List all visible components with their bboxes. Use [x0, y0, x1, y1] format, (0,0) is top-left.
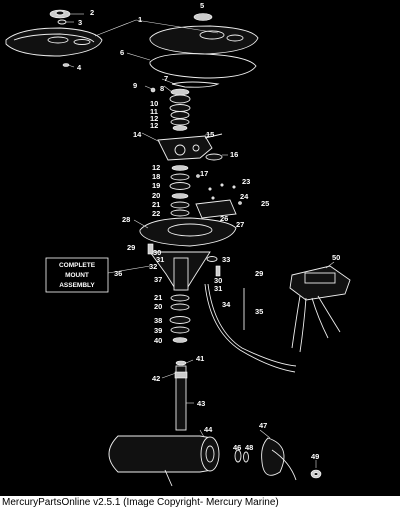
- part-cap-5: [193, 13, 213, 21]
- part-cap-2: [49, 9, 71, 19]
- part-propeller-47: [261, 437, 297, 481]
- part-sleeve-33: [206, 256, 218, 262]
- part-stack-upper: [169, 88, 191, 131]
- callout[interactable]: 12: [152, 163, 160, 172]
- leader-lines: [66, 13, 335, 468]
- part-controller-50: [289, 265, 351, 353]
- part-cable-34: [204, 283, 297, 373]
- callout[interactable]: 33: [222, 255, 230, 264]
- callout[interactable]: 21: [152, 200, 160, 209]
- callout[interactable]: 36: [114, 269, 122, 278]
- callout[interactable]: 14: [133, 130, 142, 139]
- part-cover-left: [5, 27, 103, 57]
- callout[interactable]: 10: [150, 99, 158, 108]
- callout[interactable]: 1: [138, 15, 142, 24]
- exploded-parts-diagram: COMPLETE MOUNT ASSEMBLY 1 2 3 4 5 6 7 8 …: [5, 1, 351, 487]
- callout[interactable]: 15: [206, 130, 214, 139]
- part-cover-right: [149, 25, 259, 55]
- callout[interactable]: 24: [240, 192, 249, 201]
- part-gasket-6: [149, 53, 257, 79]
- part-hardware-small: [196, 174, 242, 205]
- part-cap-16: [205, 153, 223, 161]
- part-shaft: [174, 360, 188, 431]
- callout[interactable]: 35: [255, 307, 263, 316]
- complete-mount-assembly-box[interactable]: COMPLETE MOUNT ASSEMBLY: [45, 257, 109, 293]
- callout[interactable]: 29: [127, 243, 135, 252]
- part-washer-46-48: [234, 449, 249, 463]
- part-washer-3: [57, 19, 67, 25]
- callout[interactable]: 19: [152, 181, 160, 190]
- callout[interactable]: 28: [122, 215, 130, 224]
- callout[interactable]: 25: [261, 199, 269, 208]
- callout[interactable]: 23: [242, 177, 250, 186]
- part-stack-lower: [169, 294, 191, 343]
- callout[interactable]: 2: [90, 8, 94, 17]
- callout[interactable]: 43: [197, 399, 205, 408]
- part-motor-44: [108, 435, 220, 487]
- callout[interactable]: 22: [152, 209, 160, 218]
- callout[interactable]: 20: [154, 302, 162, 311]
- callout[interactable]: 27: [236, 220, 244, 229]
- callout[interactable]: 39: [154, 326, 162, 335]
- callout[interactable]: 40: [154, 336, 162, 345]
- callout[interactable]: 42: [152, 374, 160, 383]
- callout[interactable]: 31: [214, 284, 222, 293]
- callout[interactable]: 16: [230, 150, 238, 159]
- callout[interactable]: 5: [200, 1, 204, 10]
- callout[interactable]: 38: [154, 316, 162, 325]
- callout[interactable]: 49: [311, 452, 319, 461]
- part-stack-mid: [169, 165, 191, 217]
- callout[interactable]: 32: [149, 262, 157, 271]
- callout[interactable]: 11: [150, 107, 158, 116]
- callout[interactable]: 31: [156, 255, 164, 264]
- callout[interactable]: 44: [204, 425, 213, 434]
- callout[interactable]: 48: [245, 443, 253, 452]
- callout[interactable]: 3: [78, 18, 82, 27]
- callout-labels: 1 2 3 4 5 6 7 8 9 10 11 12 12 13 14 15 1…: [77, 1, 340, 461]
- callout[interactable]: 26: [220, 214, 228, 223]
- part-housing-base: [139, 217, 237, 247]
- part-mount-body: [147, 243, 221, 291]
- callout[interactable]: 7: [164, 74, 168, 83]
- callout[interactable]: 41: [196, 354, 204, 363]
- callout[interactable]: 37: [154, 275, 162, 284]
- callout[interactable]: 34: [222, 300, 231, 309]
- part-nut-49: [310, 469, 322, 479]
- callout[interactable]: 9: [133, 81, 137, 90]
- part-band-7: [171, 81, 220, 88]
- callout[interactable]: 50: [332, 253, 340, 262]
- callout[interactable]: 21: [154, 293, 162, 302]
- callout[interactable]: 30: [153, 248, 161, 257]
- callout[interactable]: 12: [150, 114, 158, 123]
- assembly-line-1: COMPLETE: [59, 262, 96, 269]
- assembly-line-3: ASSEMBLY: [59, 282, 95, 289]
- footer-text: MercuryPartsOnline v2.5.1 (Image Copyrig…: [2, 497, 279, 508]
- callout[interactable]: 18: [152, 172, 160, 181]
- assembly-line-2: MOUNT: [65, 272, 89, 279]
- callout[interactable]: 4: [77, 63, 82, 72]
- callout[interactable]: 30: [214, 276, 222, 285]
- callout[interactable]: 6: [120, 48, 124, 57]
- callout[interactable]: 20: [152, 191, 160, 200]
- callout[interactable]: 46: [233, 443, 241, 452]
- callout[interactable]: 47: [259, 421, 267, 430]
- callout[interactable]: 12: [150, 121, 158, 130]
- part-board-24: [195, 199, 237, 219]
- part-bracket-14: [157, 133, 223, 161]
- copyright-footer: MercuryPartsOnline v2.5.1 (Image Copyrig…: [0, 496, 400, 509]
- callout[interactable]: 17: [200, 169, 208, 178]
- part-screw-4: [62, 63, 70, 67]
- callout[interactable]: 29: [255, 269, 263, 278]
- callout[interactable]: 8: [160, 84, 164, 93]
